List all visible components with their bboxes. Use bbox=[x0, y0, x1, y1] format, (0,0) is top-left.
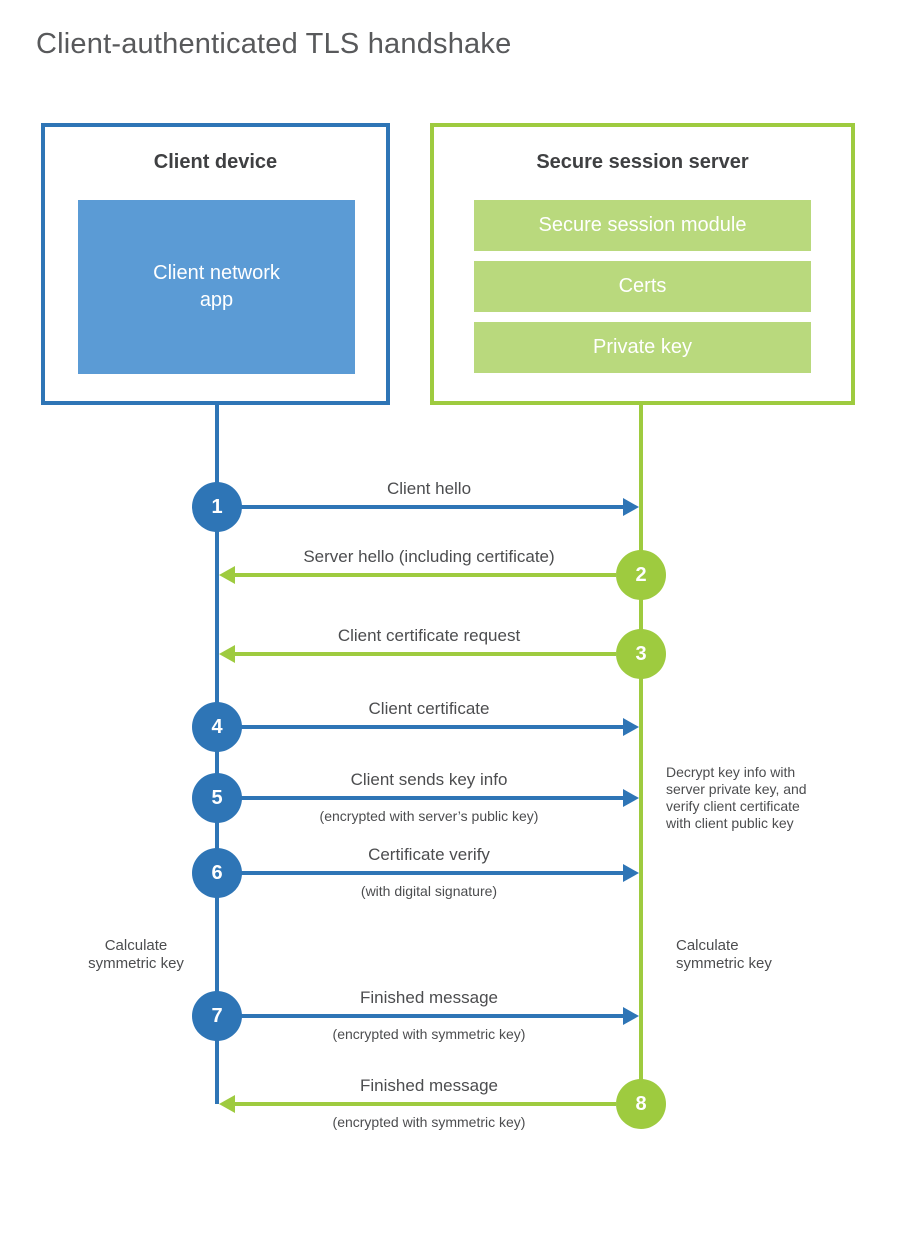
step-7-label: Finished message bbox=[360, 988, 498, 1007]
client-app-label-line1: Client network bbox=[153, 262, 280, 284]
step-4-arrow bbox=[219, 725, 623, 729]
step-4-badge: 4 bbox=[192, 702, 242, 752]
step-7-sublabel: (encrypted with symmetric key) bbox=[332, 1026, 526, 1042]
decrypt-note: Decrypt key info with server private key… bbox=[666, 764, 807, 831]
step-5-arrow bbox=[219, 796, 623, 800]
server-module-private-key: Private key bbox=[474, 322, 811, 373]
page-title: Client-authenticated TLS handshake bbox=[36, 28, 512, 60]
calculate-symmetric-key-note-client: Calculate symmetric key bbox=[88, 937, 184, 972]
step-1-arrow bbox=[219, 505, 623, 509]
step-5-badge: 5 bbox=[192, 773, 242, 823]
step-2-arrow bbox=[235, 573, 616, 577]
client-network-app-box: Client network app bbox=[78, 200, 355, 374]
client-lifeline bbox=[215, 404, 219, 1104]
step-8-arrow bbox=[235, 1102, 616, 1106]
step-5-label: Client sends key info bbox=[350, 770, 508, 789]
step-7-arrow bbox=[219, 1014, 623, 1018]
step-3-badge: 3 bbox=[616, 629, 666, 679]
step-7-badge: 7 bbox=[192, 991, 242, 1041]
client-device-box: Client device Client network app bbox=[41, 123, 390, 405]
step-3-arrow bbox=[235, 652, 616, 656]
step-3-label: Client certificate request bbox=[337, 626, 521, 645]
step-1-label: Client hello bbox=[386, 479, 472, 498]
step-8-arrowhead-icon bbox=[219, 1095, 235, 1113]
step-5-sublabel: (encrypted with server’s public key) bbox=[319, 808, 539, 824]
step-3-arrowhead-icon bbox=[219, 645, 235, 663]
secure-session-server-box: Secure session server Secure session mod… bbox=[430, 123, 855, 405]
step-6-arrow bbox=[219, 871, 623, 875]
step-2-badge: 2 bbox=[616, 550, 666, 600]
client-app-label-line2: app bbox=[199, 289, 234, 311]
step-7-arrowhead-icon bbox=[623, 1007, 639, 1025]
step-8-badge: 8 bbox=[616, 1079, 666, 1129]
server-module-certs: Certs bbox=[474, 261, 811, 312]
step-4-arrowhead-icon bbox=[623, 718, 639, 736]
calculate-symmetric-key-note-server: Calculate symmetric key bbox=[676, 937, 772, 972]
step-2-arrowhead-icon bbox=[219, 566, 235, 584]
step-6-arrowhead-icon bbox=[623, 864, 639, 882]
step-1-badge: 1 bbox=[192, 482, 242, 532]
step-6-sublabel: (with digital signature) bbox=[360, 883, 498, 899]
step-6-label: Certificate verify bbox=[368, 845, 490, 864]
step-6-badge: 6 bbox=[192, 848, 242, 898]
step-8-label: Finished message bbox=[360, 1076, 498, 1095]
server-title: Secure session server bbox=[536, 151, 749, 173]
step-5-arrowhead-icon bbox=[623, 789, 639, 807]
step-1-arrowhead-icon bbox=[623, 498, 639, 516]
client-device-title: Client device bbox=[153, 151, 278, 173]
server-lifeline bbox=[639, 404, 643, 1106]
step-4-label: Client certificate bbox=[368, 699, 490, 718]
step-2-label: Server hello (including certificate) bbox=[303, 547, 555, 566]
server-module-secure-session: Secure session module bbox=[474, 200, 811, 251]
step-8-sublabel: (encrypted with symmetric key) bbox=[332, 1114, 526, 1130]
